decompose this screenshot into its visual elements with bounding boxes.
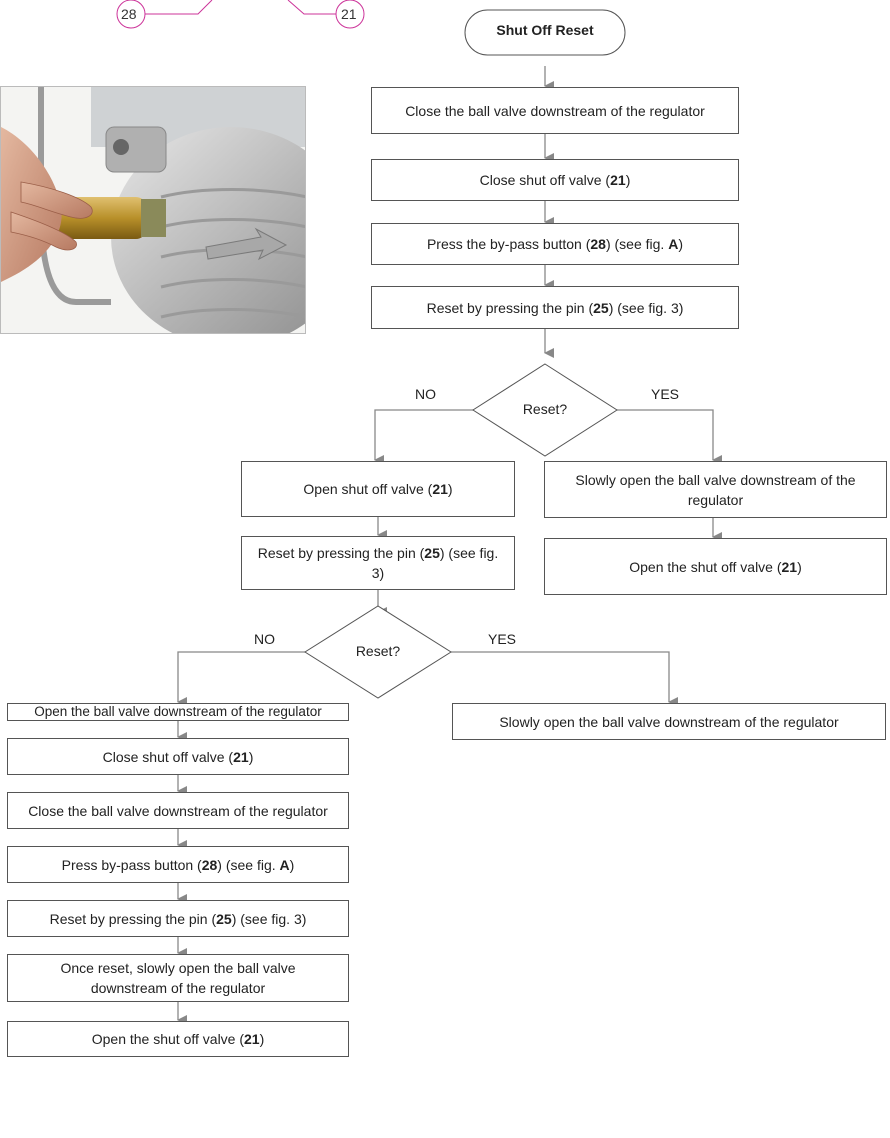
step-press-bypass: Press the by-pass button (28) (see fig. … — [371, 223, 739, 265]
step-slowly-open-ball-valve-final-text: Slowly open the ball valve downstream of… — [499, 713, 839, 730]
decision-2-yes-label: YES — [488, 631, 517, 647]
step-close-shutoff-valve-2: Close shut off valve (21) — [7, 738, 349, 775]
step-close-shutoff-valve: Close shut off valve (21) — [371, 159, 739, 201]
bypass-button-photo — [0, 86, 306, 334]
step-open-shutoff-valve-yes: Open the shut off valve (21) — [544, 538, 887, 595]
step-close-ball-valve-text: Close the ball valve downstream of the r… — [405, 102, 705, 119]
step-reset-pin-2-text: Reset by pressing the pin (25) (see fig.… — [49, 910, 307, 927]
step-press-bypass-text: Press the by-pass button (28) (see fig. … — [426, 236, 684, 252]
callout-28-circle — [116, 0, 146, 29]
step-open-shutoff-valve-no-text: Open shut off valve (21) — [303, 481, 453, 497]
callout-21: 21 — [341, 6, 357, 22]
decision-2-shape — [304, 605, 452, 699]
step-once-reset-open-ball-valve: Once reset, slowly open the ball valve d… — [7, 954, 349, 1002]
decision-2-text: Reset? — [355, 643, 401, 659]
callout-21-circle — [335, 0, 365, 29]
step-close-shutoff-valve-text: Close shut off valve (21) — [479, 172, 631, 188]
step-slowly-open-ball-valve: Slowly open the ball valve downstream of… — [544, 461, 887, 518]
step-open-ball-valve: Open the ball valve downstream of the re… — [7, 703, 349, 721]
valve-hand-illustration — [1, 87, 305, 333]
step-slowly-open-ball-valve-text: Slowly open the ball valve downstream of… — [575, 471, 856, 508]
step-open-shutoff-valve-final-text: Open the shut off valve (21) — [91, 1031, 265, 1047]
decision-2-no-label: NO — [254, 631, 275, 647]
step-close-ball-valve-2: Close the ball valve downstream of the r… — [7, 792, 349, 829]
decision-1-no-label: NO — [415, 386, 436, 402]
step-open-shutoff-valve-final: Open the shut off valve (21) — [7, 1021, 349, 1057]
step-reset-pin-retry-text: Reset by pressing the pin (25) (see fig.… — [257, 545, 499, 581]
step-reset-pin-text: Reset by pressing the pin (25) (see fig.… — [426, 299, 684, 316]
step-open-ball-valve-text: Open the ball valve downstream of the re… — [34, 704, 322, 719]
step-close-ball-valve-2-text: Close the ball valve downstream of the r… — [28, 802, 328, 819]
decision-1-yes-label: YES — [651, 386, 680, 402]
step-press-bypass-2: Press by-pass button (28) (see fig. A) — [7, 846, 349, 883]
step-press-bypass-2-text: Press by-pass button (28) (see fig. A) — [61, 856, 295, 873]
decision-1-text: Reset? — [522, 401, 568, 417]
start-terminator: Shut Off Reset — [496, 22, 594, 38]
step-reset-pin-2: Reset by pressing the pin (25) (see fig.… — [7, 900, 349, 937]
step-reset-pin: Reset by pressing the pin (25) (see fig.… — [371, 286, 739, 329]
start-terminator-shape — [464, 9, 626, 56]
step-once-reset-open-ball-valve-text: Once reset, slowly open the ball valve d… — [60, 960, 296, 996]
step-close-ball-valve: Close the ball valve downstream of the r… — [371, 87, 739, 134]
callout-28: 28 — [121, 6, 137, 22]
step-open-shutoff-valve-yes-text: Open the shut off valve (21) — [629, 558, 802, 575]
step-open-shutoff-valve-no: Open shut off valve (21) — [241, 461, 515, 517]
step-reset-pin-retry: Reset by pressing the pin (25) (see fig.… — [241, 536, 515, 590]
step-slowly-open-ball-valve-final: Slowly open the ball valve downstream of… — [452, 703, 886, 740]
step-close-shutoff-valve-2-text: Close shut off valve (21) — [102, 748, 254, 765]
decision-1-shape — [472, 363, 618, 457]
